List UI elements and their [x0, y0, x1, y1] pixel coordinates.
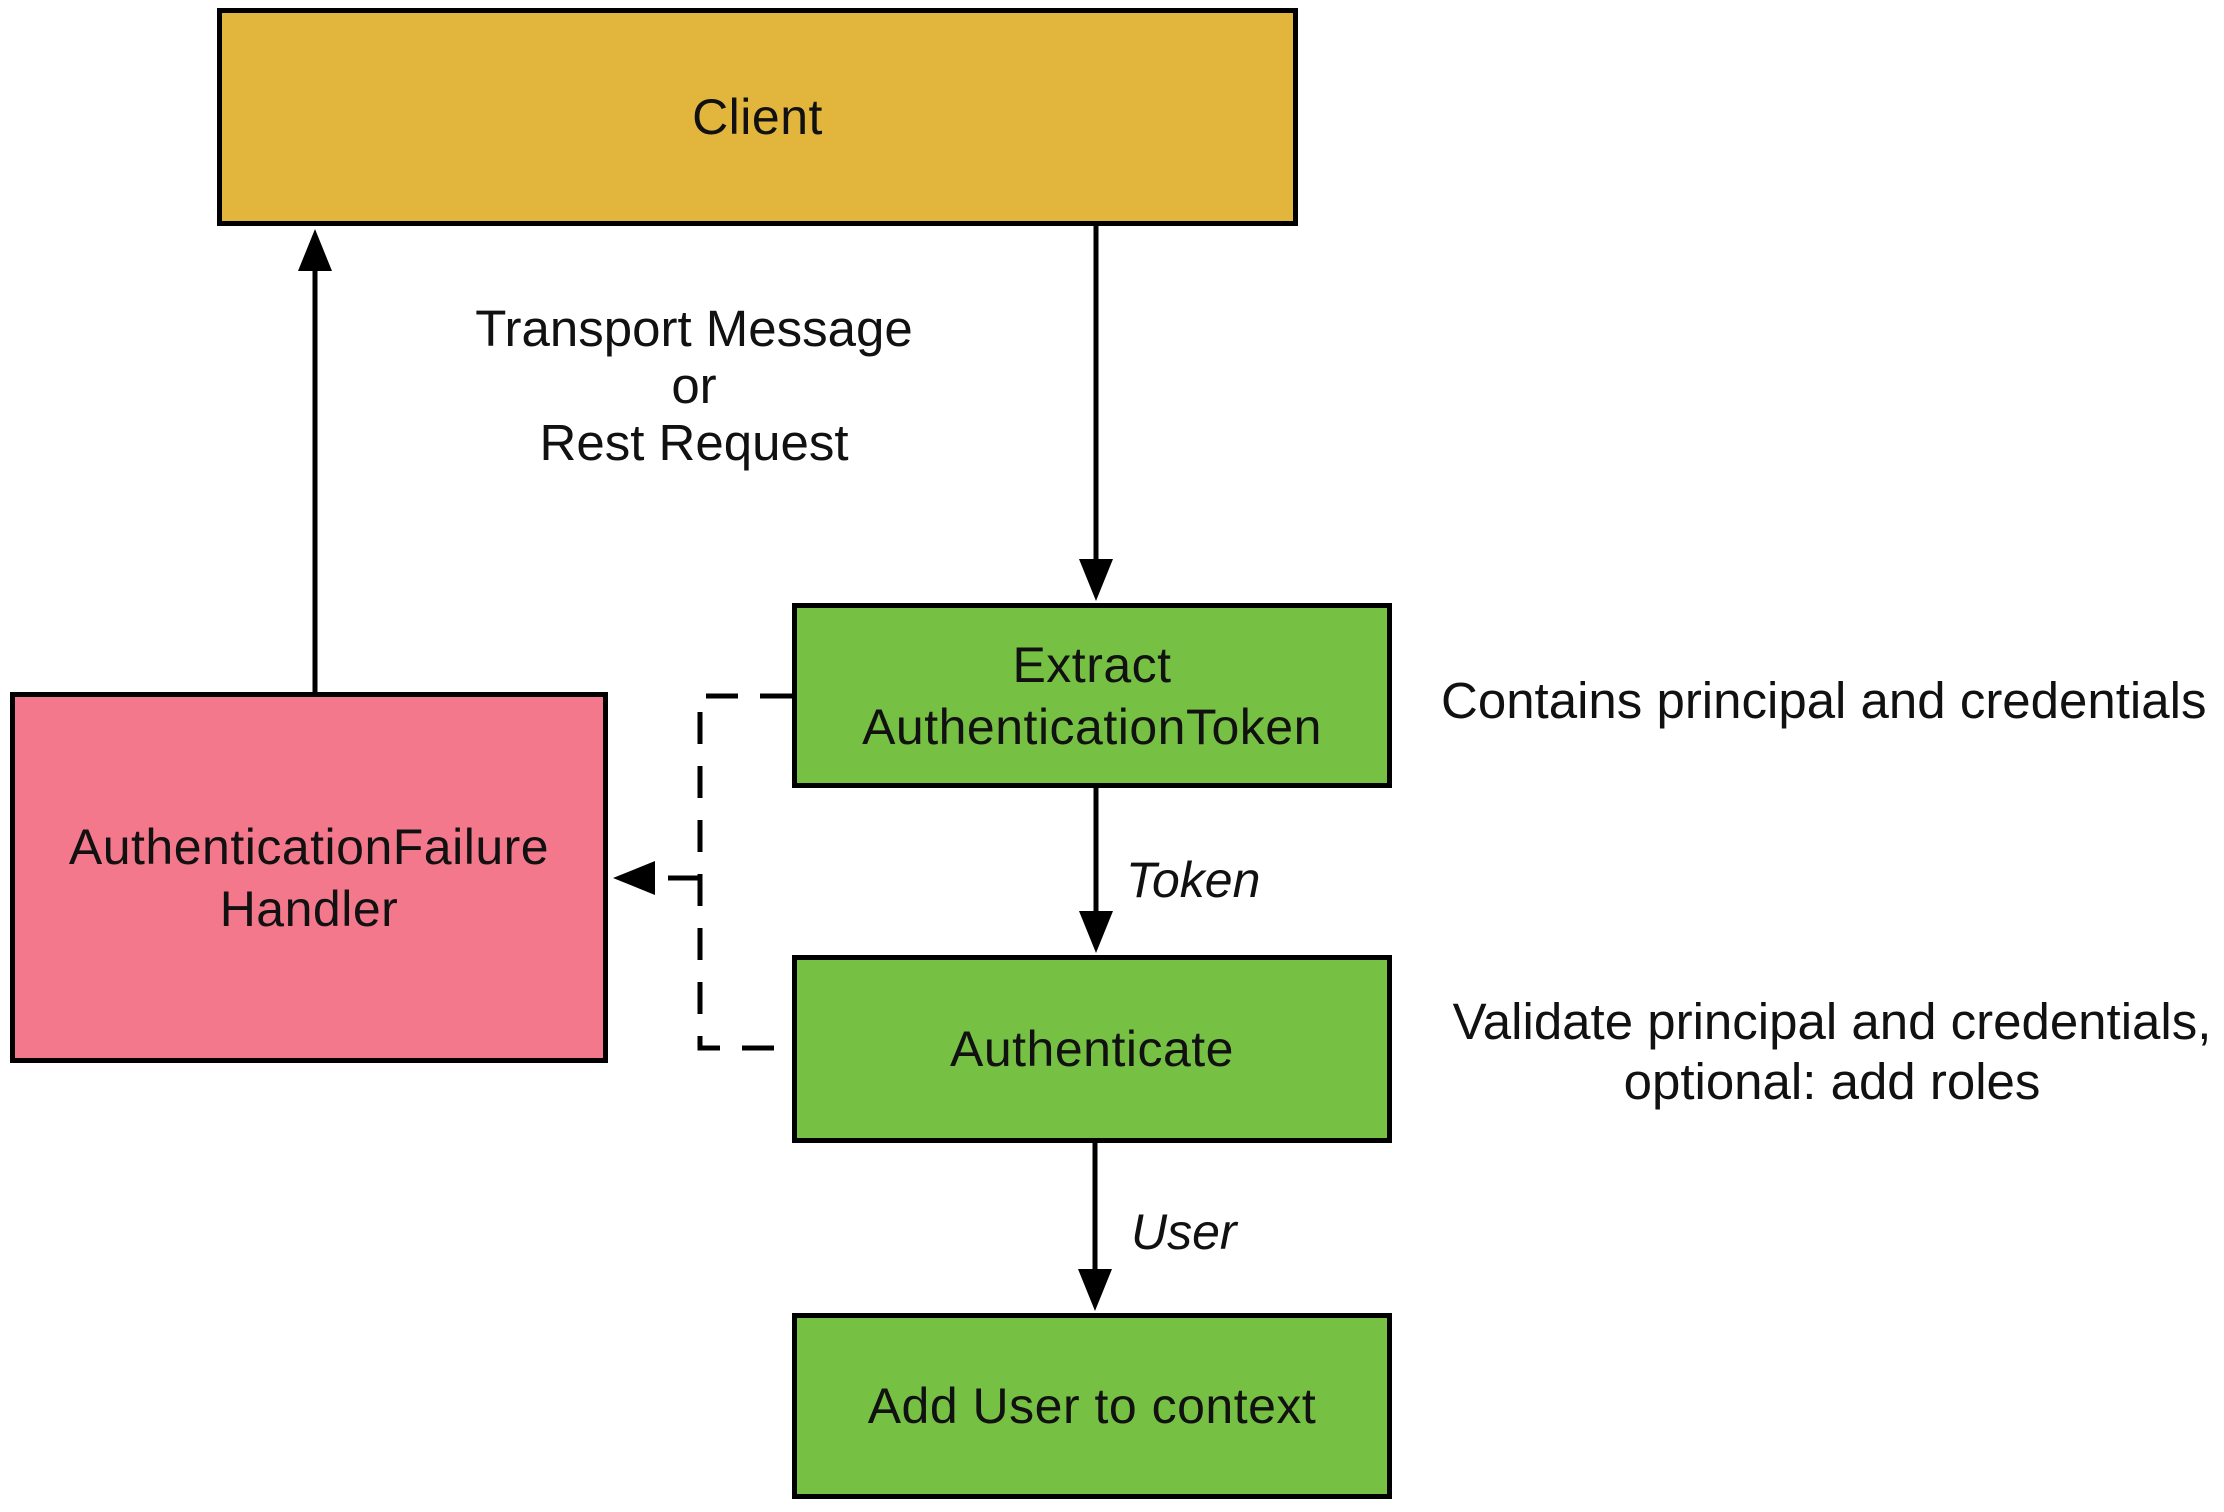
edge-failure-handler-to-client	[298, 229, 332, 692]
edge-client-to-extract	[1079, 226, 1113, 601]
annotation-validate-line2: optional: add roles	[1623, 1053, 2041, 1110]
node-extract-label-line2: AuthenticationToken	[862, 698, 1322, 755]
node-add-user-to-context: Add User to context	[792, 1313, 1392, 1499]
annotation-validate-line1: Validate principal and credentials,	[1452, 993, 2212, 1050]
node-add-user-label: Add User to context	[867, 1378, 1317, 1434]
node-authentication-failure-handler: AuthenticationFailure Handler	[10, 692, 608, 1063]
arrowhead-left-icon	[613, 861, 655, 895]
edge-failure-dashed	[613, 693, 794, 1051]
edge-label-transport-line3: Rest Request	[539, 414, 849, 471]
annotation-validate-principal: Validate principal and credentials, opti…	[1432, 992, 2224, 1112]
edge-label-transport-line2: or	[671, 357, 717, 414]
node-extract-authentication-token: Extract AuthenticationToken	[792, 603, 1392, 788]
node-failure-label-line1: AuthenticationFailure	[68, 818, 550, 875]
node-authenticate-label: Authenticate	[950, 1021, 1234, 1077]
edge-label-transport-message: Transport Message or Rest Request	[294, 300, 1094, 471]
edge-authenticate-to-add-user	[1078, 1143, 1112, 1311]
node-client-label: Client	[692, 89, 823, 145]
node-authenticate: Authenticate	[792, 955, 1392, 1143]
edge-extract-to-authenticate	[1079, 788, 1113, 953]
edge-failure-dashed-path	[697, 693, 794, 1051]
node-client: Client	[217, 8, 1298, 226]
annotation-contains-principal: Contains principal and credentials	[1441, 672, 2207, 729]
arrowhead-down-icon	[1079, 559, 1113, 601]
arrowhead-down-icon	[1079, 911, 1113, 953]
arrowhead-down-icon	[1078, 1269, 1112, 1311]
arrowhead-up-icon	[298, 229, 332, 271]
edge-label-user: User	[1131, 1204, 1237, 1260]
node-failure-label-line2: Handler	[219, 880, 399, 937]
edge-label-token: Token	[1126, 852, 1261, 908]
node-extract-label-line1: Extract	[1012, 636, 1172, 693]
edge-label-transport-line1: Transport Message	[475, 300, 913, 357]
